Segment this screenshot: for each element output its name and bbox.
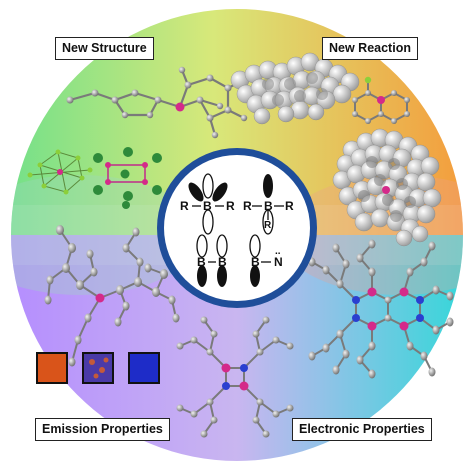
- space-filling-model-1-grey: [262, 72, 328, 106]
- boron-ring-atoms: [352, 76, 410, 124]
- center-n-lone-pair: ..: [275, 246, 281, 257]
- center-circle: [157, 148, 317, 308]
- center-r-below: R: [264, 220, 272, 231]
- label-new-reaction: New Reaction: [322, 37, 418, 60]
- electronic-atoms: [308, 239, 454, 379]
- emission-square-orange: [36, 352, 68, 384]
- label-electronic-properties: Electronic Properties: [292, 418, 432, 441]
- center-b-right: B: [218, 255, 227, 269]
- emission-square-blue: [128, 352, 160, 384]
- space-filling-boron: [382, 186, 390, 194]
- center-n-nb: N: [274, 255, 283, 269]
- green-cluster-left-atoms: [27, 149, 93, 195]
- center-r-top-left: R: [180, 199, 189, 213]
- label-new-structure: New Structure: [55, 37, 154, 60]
- center-b-plus: B: [203, 199, 212, 213]
- center-r-mid-right: R: [285, 199, 294, 213]
- center-b-left: B: [197, 255, 206, 269]
- center-r-mid-left: R: [243, 199, 252, 213]
- emission-atoms: [44, 225, 180, 367]
- space-filling-model-2-grey: [358, 156, 416, 222]
- emission-square-purple: [82, 352, 114, 384]
- label-emission-properties: Emission Properties: [35, 418, 170, 441]
- bottom-center-atoms: [176, 316, 294, 438]
- center-b-mid: B: [264, 199, 273, 213]
- center-b-nb: B: [251, 255, 260, 269]
- center-plus-sign: +: [212, 194, 217, 204]
- center-orbital-diagram: [188, 173, 284, 287]
- green-cluster-right: [93, 147, 162, 209]
- center-r-top-right: R: [226, 199, 235, 213]
